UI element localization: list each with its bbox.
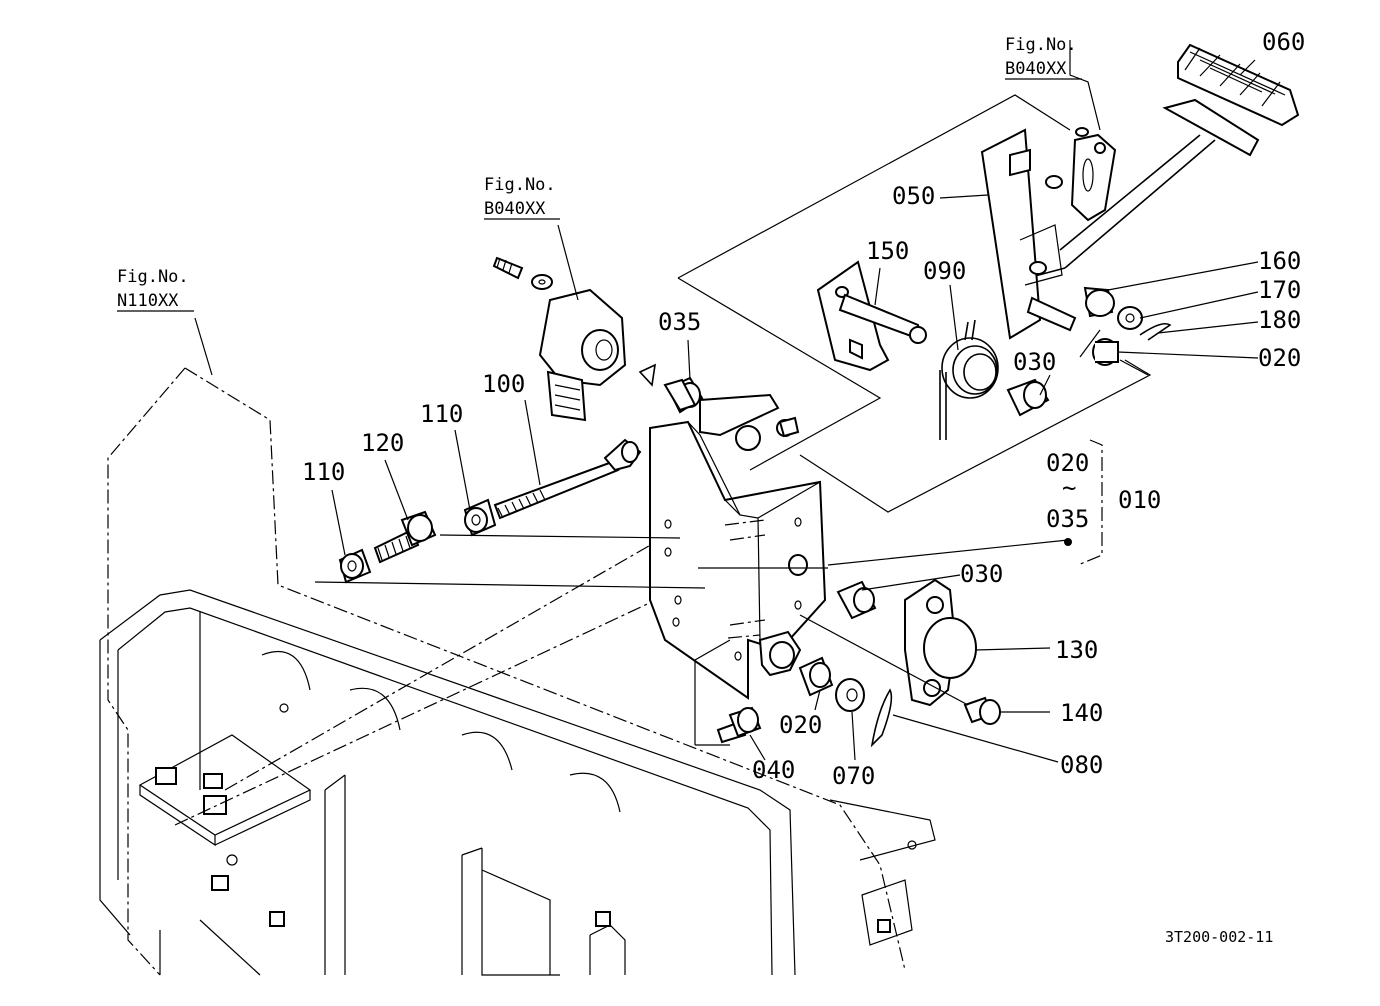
bushing-020-lower xyxy=(798,656,834,697)
nut-110-upper xyxy=(463,498,497,537)
label-130: 130 xyxy=(1055,636,1098,664)
label-035-range-end: 035 xyxy=(1046,505,1089,533)
link-plate-upper xyxy=(699,393,800,451)
link-arm-b040 xyxy=(1045,127,1117,222)
label-140: 140 xyxy=(1060,699,1103,727)
bolt-120 xyxy=(373,510,437,564)
bracket-010 xyxy=(649,420,827,700)
label-040: 040 xyxy=(752,756,795,784)
label-170: 170 xyxy=(1258,276,1301,304)
label-030-upper: 030 xyxy=(1013,348,1056,376)
brake-pedal-060 xyxy=(1019,43,1300,281)
label-060: 060 xyxy=(1262,28,1305,56)
bushing-030-lower xyxy=(836,580,877,620)
label-110-upper: 110 xyxy=(420,400,463,428)
figure-ref-left: Fig.No. N110XX xyxy=(117,267,194,312)
figure-ref-center: Fig.No. B040XX xyxy=(484,175,560,220)
fig-code: B040XX xyxy=(1005,59,1067,79)
label-160: 160 xyxy=(1258,247,1301,275)
position-sensor-b040 xyxy=(492,256,657,422)
chassis-frame xyxy=(99,367,936,976)
label-range-tilde: ~ xyxy=(1062,474,1076,502)
pedal-arm-050 xyxy=(980,128,1063,340)
clip-080 xyxy=(870,688,893,748)
label-100: 100 xyxy=(482,370,525,398)
label-080: 080 xyxy=(1060,751,1103,779)
label-035: 035 xyxy=(658,308,701,336)
group-marker-dot xyxy=(1064,538,1072,546)
fig-caption: Fig.No. xyxy=(117,267,189,287)
label-120: 120 xyxy=(361,429,404,457)
label-020-lower: 020 xyxy=(779,711,822,739)
torsion-spring-090 xyxy=(939,319,999,440)
figure-ref-top-right: Fig.No. B040XX xyxy=(1005,35,1082,80)
fig-caption: Fig.No. xyxy=(484,175,556,195)
label-020-range-start: 020 xyxy=(1046,449,1089,477)
label-110-lower: 110 xyxy=(302,458,345,486)
stopper-130 xyxy=(904,578,977,707)
part-labels: 060 050 150 090 160 170 180 020 035 100 … xyxy=(302,28,1305,790)
collar-035 xyxy=(663,376,704,414)
label-020-top: 020 xyxy=(1258,344,1301,372)
group-bracket-010 xyxy=(1077,439,1103,566)
label-180: 180 xyxy=(1258,306,1301,334)
assembly-outline xyxy=(194,40,1259,763)
pins-and-bushings-right xyxy=(1026,261,1172,366)
fig-caption: Fig.No. xyxy=(1005,35,1077,55)
adjuster-bolt-100 xyxy=(493,438,642,520)
nut-110-lower xyxy=(338,548,372,584)
bushing-030-upper xyxy=(1006,378,1050,417)
label-030-lower: 030 xyxy=(960,560,1003,588)
bolt-040 xyxy=(716,706,762,744)
washer-070 xyxy=(835,678,865,712)
label-010: 010 xyxy=(1118,486,1161,514)
label-090: 090 xyxy=(923,257,966,285)
bolt-140 xyxy=(963,696,1001,725)
fig-code: N110XX xyxy=(117,291,179,311)
label-150: 150 xyxy=(866,237,909,265)
drawing-code: 3T200-002-11 xyxy=(1165,928,1273,946)
fig-code: B040XX xyxy=(484,199,546,219)
label-070: 070 xyxy=(832,762,875,790)
label-050: 050 xyxy=(892,182,935,210)
pivot-pin-150 xyxy=(816,260,927,372)
